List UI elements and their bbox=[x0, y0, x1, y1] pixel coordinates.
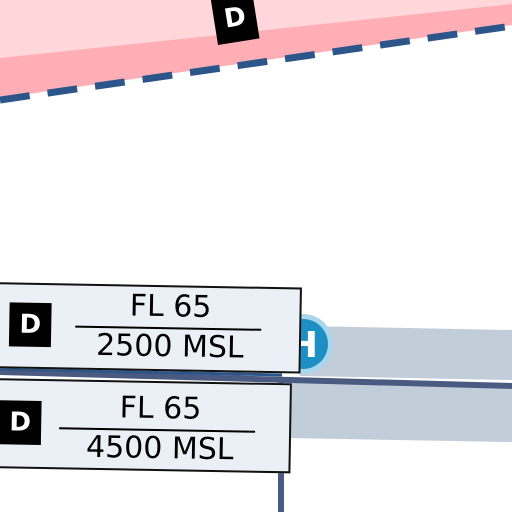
airspace-class-d-badge: D bbox=[0, 400, 42, 445]
airspace-corridor-upper bbox=[300, 326, 512, 380]
airspace-class-label: D bbox=[19, 309, 42, 340]
airspace-label-upper[interactable]: D FL 65 2500 MSL bbox=[0, 282, 302, 374]
airspace-ceiling: FL 65 bbox=[129, 288, 212, 325]
airspace-class-label: D bbox=[9, 407, 32, 438]
airspace-class-d-badge: D bbox=[210, 0, 260, 45]
airspace-floor: 4500 MSL bbox=[85, 429, 234, 468]
airspace-floor: 2500 MSL bbox=[95, 327, 244, 366]
airspace-boundary-horizontal bbox=[0, 369, 512, 389]
airspace-boundary-left bbox=[0, 367, 283, 377]
airspace-class-label: D bbox=[221, 1, 249, 35]
restricted-area-boundary bbox=[0, 22, 512, 104]
airspace-corridor-lower bbox=[285, 382, 512, 442]
airspace-class-d-badge: D bbox=[8, 302, 52, 348]
airspace-ceiling: FL 65 bbox=[119, 390, 202, 427]
airspace-label-lower[interactable]: D FL 65 4500 MSL bbox=[0, 378, 292, 474]
